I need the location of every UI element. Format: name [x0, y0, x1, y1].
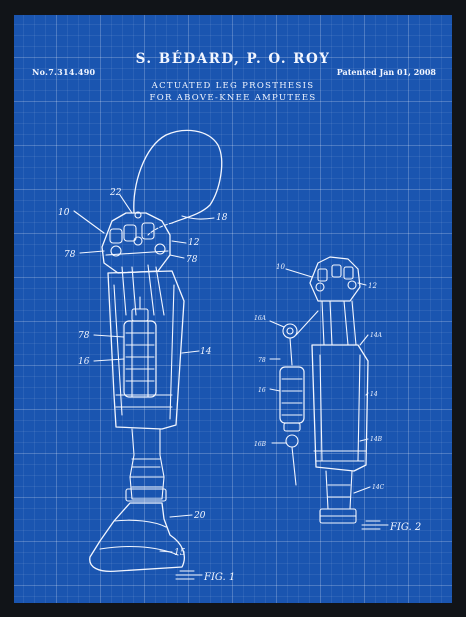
fig2-label-14a: 14A [370, 332, 383, 339]
fig1-label-16: 16 [78, 357, 90, 367]
patent-number: No.7.314.490 [32, 67, 96, 77]
fig2-label-14: 14 [370, 391, 378, 398]
fig2-label-14c: 14C [372, 484, 385, 491]
invention-title-line-2: FOR ABOVE-KNEE AMPUTEES [149, 93, 317, 103]
fig1-label-22: 22 [109, 188, 122, 198]
blueprint-paper: No.7.314.490 S. BÉDARD, P. O. ROY Patent… [14, 15, 452, 603]
fig1-label-78-left: 78 [64, 250, 76, 260]
figure-1-drawing [73, 129, 223, 580]
fig1-label-18: 18 [216, 213, 228, 223]
patent-date: Patented Jan 01, 2008 [336, 67, 436, 77]
fig1-label-12: 12 [188, 238, 200, 248]
fig1-actuator [123, 296, 157, 398]
fig2-label-78: 78 [258, 357, 266, 364]
inventors-title: S. BÉDARD, P. O. ROY [135, 51, 331, 67]
fig2-label-16: 16 [258, 387, 266, 394]
patent-drawing: 10 22 18 12 78 78 78 16 14 20 15 FIG. 1 … [58, 129, 421, 583]
fig1-label-78-right: 78 [186, 255, 198, 265]
fig1-label-20: 20 [193, 511, 206, 521]
fig2-actuator [279, 366, 305, 486]
fig1-housing [107, 270, 185, 430]
fig2-knee-joint [309, 256, 361, 302]
fig2-label-12: 12 [368, 282, 377, 290]
fig2-caption: FIG. 2 [389, 522, 421, 533]
fig2-housing [311, 344, 369, 472]
fig1-label-10: 10 [58, 208, 70, 218]
invention-title-line-1: ACTUATED LEG PROSTHESIS [151, 81, 315, 91]
fig2-label-16b: 16B [254, 441, 267, 448]
fig2-label-16a: 16A [254, 315, 267, 322]
figure-2-drawing [269, 256, 389, 530]
fig1-label-14: 14 [200, 347, 212, 357]
fig1-foot [89, 502, 185, 573]
fig1-knee-joint [101, 212, 171, 274]
fig2-label-14b: 14B [370, 436, 383, 443]
fig1-socket [133, 129, 223, 224]
fig1-label-15: 15 [174, 548, 186, 558]
fig2-label-10: 10 [276, 263, 285, 271]
fig2-pylon [325, 470, 353, 510]
fig1-label-78-lower: 78 [78, 331, 90, 341]
fig1-caption: FIG. 1 [203, 572, 235, 583]
